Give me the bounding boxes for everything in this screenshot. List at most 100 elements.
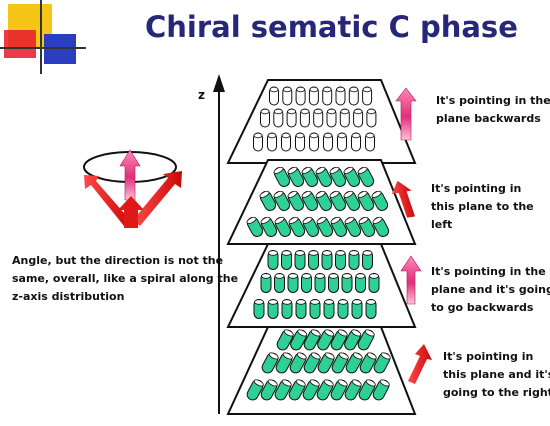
molecule-layer-3 <box>260 273 272 293</box>
z-axis-arrowhead <box>213 74 225 92</box>
molecule-layer-2 <box>287 190 305 211</box>
molecule-layer-2 <box>358 216 376 237</box>
molecule-layer-1 <box>309 132 319 152</box>
molecule-layer-4 <box>290 329 308 351</box>
molecule-layer-2 <box>329 190 347 211</box>
molecule-layer-4 <box>302 379 320 401</box>
molecule-layer-1 <box>269 86 279 106</box>
layer-3-label: It's pointing in the plane and it's goin… <box>431 263 550 317</box>
molecule-layer-4 <box>316 379 334 401</box>
molecule-layer-3 <box>294 250 306 270</box>
molecule-layer-3 <box>309 299 321 319</box>
molecule-layer-4 <box>246 379 264 401</box>
molecule-layer-1 <box>348 86 359 106</box>
molecule-layer-1 <box>308 86 319 106</box>
layer-1-direction-arrow <box>395 87 417 141</box>
cone-back-arrow <box>118 196 144 228</box>
molecule-layer-1 <box>351 132 361 152</box>
molecule-layer-2 <box>287 166 305 187</box>
layer-2-label-line: It's pointing in <box>431 182 522 195</box>
molecule-layer-3 <box>368 273 380 293</box>
layer-1-label-line: plane backwards <box>436 112 541 125</box>
logo-blue-square <box>44 34 76 64</box>
cone-illustration <box>83 149 182 228</box>
layer-1-label: It's pointing in the plane backwards <box>436 92 550 128</box>
molecule-layer-2 <box>246 216 264 237</box>
molecule-layer-1 <box>267 132 277 152</box>
molecule-layer-3 <box>321 250 333 270</box>
molecule-layer-4 <box>359 352 377 374</box>
molecule-layer-4 <box>303 352 321 374</box>
layer-2-direction-arrow <box>391 180 416 218</box>
left-caption-line: same, overall, like a spiral along the <box>12 272 239 285</box>
molecule-layer-3 <box>301 273 312 293</box>
molecule-layer-4 <box>261 352 279 374</box>
molecule-layer-2 <box>343 166 361 187</box>
molecule-layer-3 <box>287 273 299 293</box>
molecule-layer-4 <box>317 329 335 351</box>
left-caption-line: Angle, but the direction is not the <box>12 254 224 267</box>
logo-red-square <box>4 30 36 58</box>
molecule-layer-3 <box>253 299 265 319</box>
molecule-layer-2 <box>274 216 292 237</box>
molecule-layer-4 <box>358 379 376 401</box>
molecule-layer-3 <box>308 250 319 270</box>
molecule-layer-3 <box>337 299 349 319</box>
molecule-layer-4 <box>274 379 292 401</box>
layer-3-label-line: to go backwards <box>431 301 534 314</box>
cone-left-arrow <box>84 175 131 226</box>
molecule-layer-2 <box>372 216 390 237</box>
layer-4-label-line: It's pointing in <box>443 350 534 363</box>
molecule-layer-2 <box>259 190 277 211</box>
molecule-layer-3 <box>365 299 377 319</box>
molecule-layer-1 <box>335 86 346 106</box>
layer-2-label-line: left <box>431 218 453 231</box>
molecule-layer-4 <box>276 329 294 351</box>
molecule-layer-4 <box>344 329 362 351</box>
logo-horizontal-line <box>0 47 86 49</box>
molecule-layer-1 <box>339 108 350 128</box>
molecule-layer-2 <box>316 216 334 237</box>
molecule-layer-3 <box>328 273 339 293</box>
molecule-layer-3 <box>274 273 285 293</box>
molecule-layer-1 <box>323 132 333 152</box>
molecule-layer-1 <box>260 108 270 128</box>
layer-1-label-line: It's pointing in the <box>436 94 550 107</box>
logo-squares <box>0 0 90 80</box>
molecule-layer-1 <box>295 132 305 152</box>
molecule-layer-4 <box>344 379 362 401</box>
layer-4-direction-arrow <box>408 344 432 384</box>
molecule-layer-4 <box>357 329 375 351</box>
molecule-layer-3 <box>348 250 360 270</box>
molecule-layer-4 <box>260 379 278 401</box>
molecule-layer-2 <box>260 216 278 237</box>
molecule-layer-4 <box>303 329 321 351</box>
molecule-layer-1 <box>353 108 364 128</box>
molecule-layer-1 <box>322 86 333 106</box>
layer-2-label: It's pointing in this plane to the left <box>431 180 534 234</box>
molecule-layer-4 <box>372 379 390 401</box>
molecule-layer-2 <box>315 166 333 187</box>
molecule-layer-3 <box>335 250 346 270</box>
molecule-layer-4 <box>275 352 293 374</box>
molecule-layer-2 <box>329 166 347 187</box>
layer-4-label-line: going to the right <box>443 386 550 399</box>
molecule-layer-3 <box>281 250 292 270</box>
left-caption-line: z-axis distribution <box>12 290 125 303</box>
molecule-layer-1 <box>299 108 310 128</box>
molecule-layer-1 <box>313 108 324 128</box>
layer-3-label-line: plane and it's going <box>431 283 550 296</box>
molecule-layer-1 <box>286 108 297 128</box>
layer-3-direction-arrow <box>400 255 422 305</box>
layer-4-label-line: this plane and it's <box>443 368 550 381</box>
molecule-layer-3 <box>267 250 279 270</box>
molecule-layer-4 <box>331 352 349 374</box>
molecule-layer-1 <box>282 86 293 106</box>
logo-vertical-line <box>40 0 42 74</box>
cone-right-arrow <box>133 171 182 226</box>
molecule-layer-2 <box>302 216 320 237</box>
molecule-layer-3 <box>295 299 307 319</box>
molecule-layer-2 <box>273 190 291 211</box>
molecule-layer-3 <box>341 273 353 293</box>
